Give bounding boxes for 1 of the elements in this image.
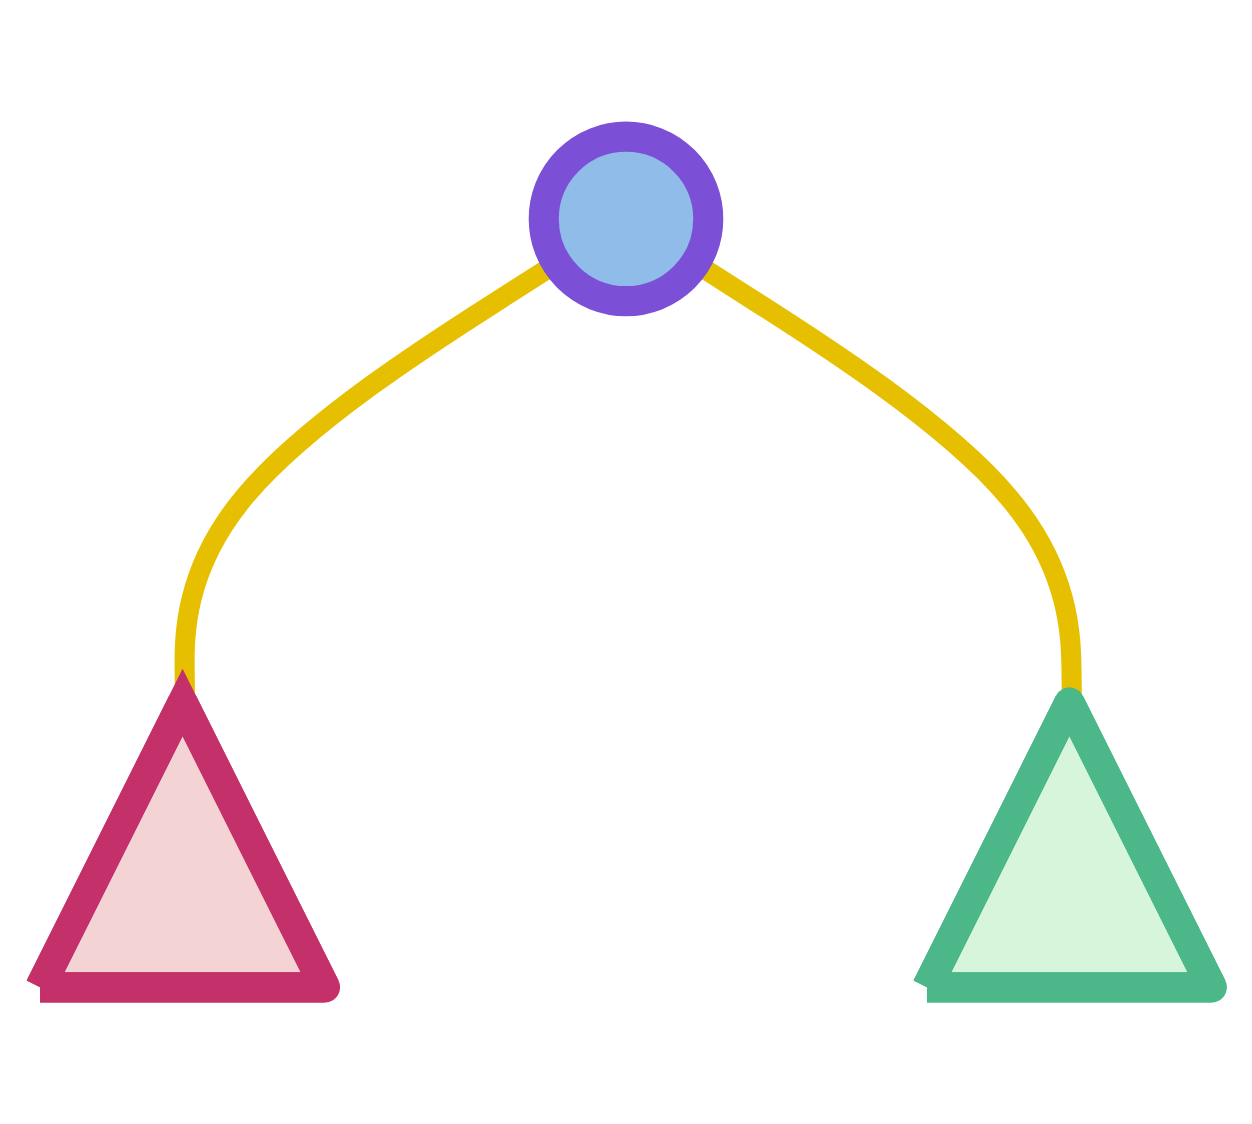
node-circle [528, 121, 724, 317]
